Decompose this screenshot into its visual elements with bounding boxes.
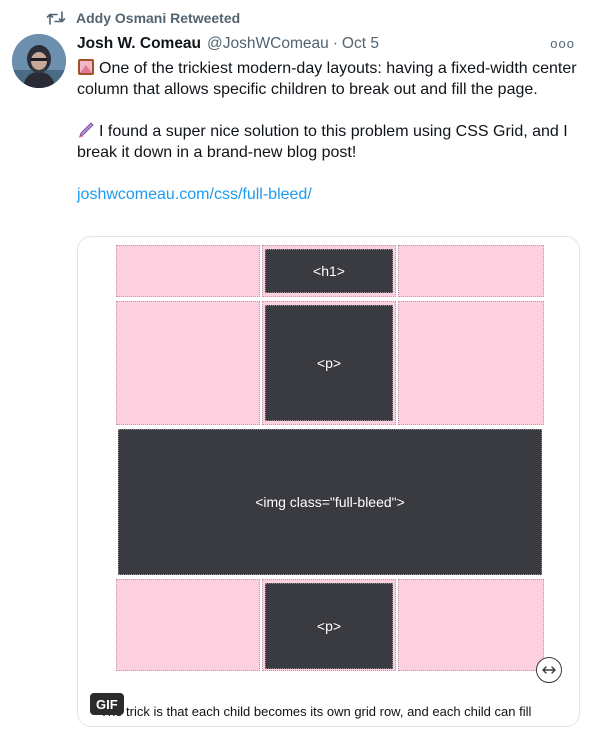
- grid-cell-pink: [398, 579, 544, 671]
- tweet-header: Josh W. Comeau @JoshWComeau · Oct 5 ooo: [77, 34, 575, 54]
- grid-cell-pink: [116, 579, 260, 671]
- h1-block: <h1>: [265, 249, 393, 293]
- grid-layout-illustration: <h1> <p> <img class="full-bleed"> <p>: [116, 245, 544, 677]
- expand-icon[interactable]: [536, 657, 562, 683]
- author-name[interactable]: Josh W. Comeau: [77, 35, 202, 52]
- tweet-paragraph: joshwcomeau.com/css/full-bleed/: [77, 184, 582, 205]
- tweet-date[interactable]: Oct 5: [341, 35, 379, 52]
- tweet-paragraph-2: I found a super nice solution to this pr…: [77, 123, 568, 161]
- paragraph-block: <p>: [265, 583, 393, 669]
- avatar[interactable]: [12, 34, 66, 88]
- gif-badge: GIF: [90, 693, 124, 715]
- gif-caption: The trick is that each child becomes its…: [100, 704, 532, 719]
- framed-picture-emoji-icon: [77, 58, 95, 76]
- pen-emoji-icon: [77, 121, 95, 139]
- more-options-icon[interactable]: ooo: [550, 36, 575, 51]
- tweet-paragraph: One of the trickiest modern-day layouts:…: [77, 58, 582, 100]
- tweet-text: One of the trickiest modern-day layouts:…: [77, 58, 582, 205]
- retweet-icon: [46, 10, 66, 26]
- grid-cell-pink: [116, 301, 260, 425]
- author-handle[interactable]: @JoshWComeau: [207, 35, 329, 52]
- tweet-paragraph: I found a super nice solution to this pr…: [77, 121, 582, 163]
- full-bleed-image-block: <img class="full-bleed">: [118, 429, 542, 575]
- grid-cell-pink: [398, 301, 544, 425]
- grid-cell-pink: [398, 245, 544, 297]
- media-gif[interactable]: <h1> <p> <img class="full-bleed"> <p> GI…: [77, 236, 580, 727]
- tweet-paragraph-1: One of the trickiest modern-day layouts:…: [77, 60, 577, 98]
- separator-dot: ·: [332, 35, 338, 52]
- retweet-context-text: Addy Osmani Retweeted: [76, 10, 241, 26]
- retweet-context[interactable]: Addy Osmani Retweeted: [46, 8, 240, 28]
- grid-cell-pink: [116, 245, 260, 297]
- tweet-link[interactable]: joshwcomeau.com/css/full-bleed/: [77, 186, 312, 203]
- paragraph-block: <p>: [265, 305, 393, 421]
